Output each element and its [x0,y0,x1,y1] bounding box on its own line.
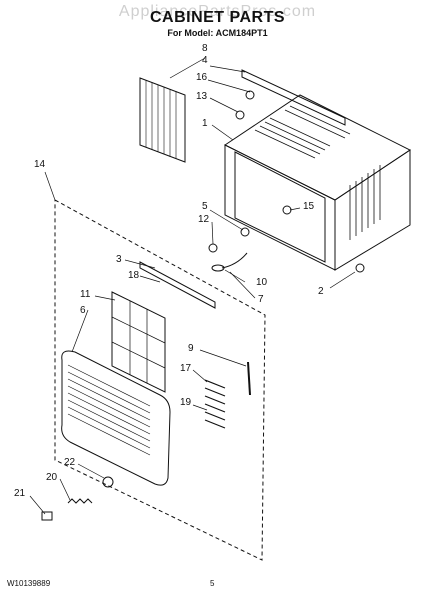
callout-10: 10 [256,277,268,288]
callout-13: 13 [196,91,208,102]
callout-18: 18 [128,270,140,281]
sill [139,261,216,309]
callout-12: 12 [198,214,210,225]
callout-20: 20 [46,472,58,483]
filter [111,291,166,393]
callout-3: 3 [116,254,122,265]
callout-7: 7 [258,294,264,305]
callout-22: 22 [64,457,76,468]
cabinet-front-opening [224,144,336,271]
model-subtitle: For Model: ACM184PT1 [167,28,268,38]
callout-2: 2 [318,286,324,297]
callout-19: 19 [180,397,192,408]
callout-6: 6 [80,305,86,316]
page-title: CABINET PARTS [149,9,286,26]
watermark: AppliancePartsPros.com [118,3,317,20]
callout-16: 16 [196,72,208,83]
callout-15: 15 [303,201,315,212]
support-bar [241,69,346,126]
cabinet-side [334,149,411,271]
callout-9: 9 [188,343,194,354]
front-assembly-outline [54,199,266,561]
callout-1: 1 [202,118,208,129]
callout-4: 4 [202,55,208,66]
callout-21: 21 [14,488,26,499]
page-number: 5 [210,579,215,588]
callout-11: 11 [80,289,91,300]
callout-14: 14 [34,159,46,170]
callout-8: 8 [202,43,208,54]
cabinet-top [224,94,411,201]
callout-17: 17 [180,363,192,374]
front-grille [61,350,171,486]
doc-number: W10139889 [7,579,51,588]
side-curtain [139,77,186,163]
callout-5: 5 [202,201,208,212]
